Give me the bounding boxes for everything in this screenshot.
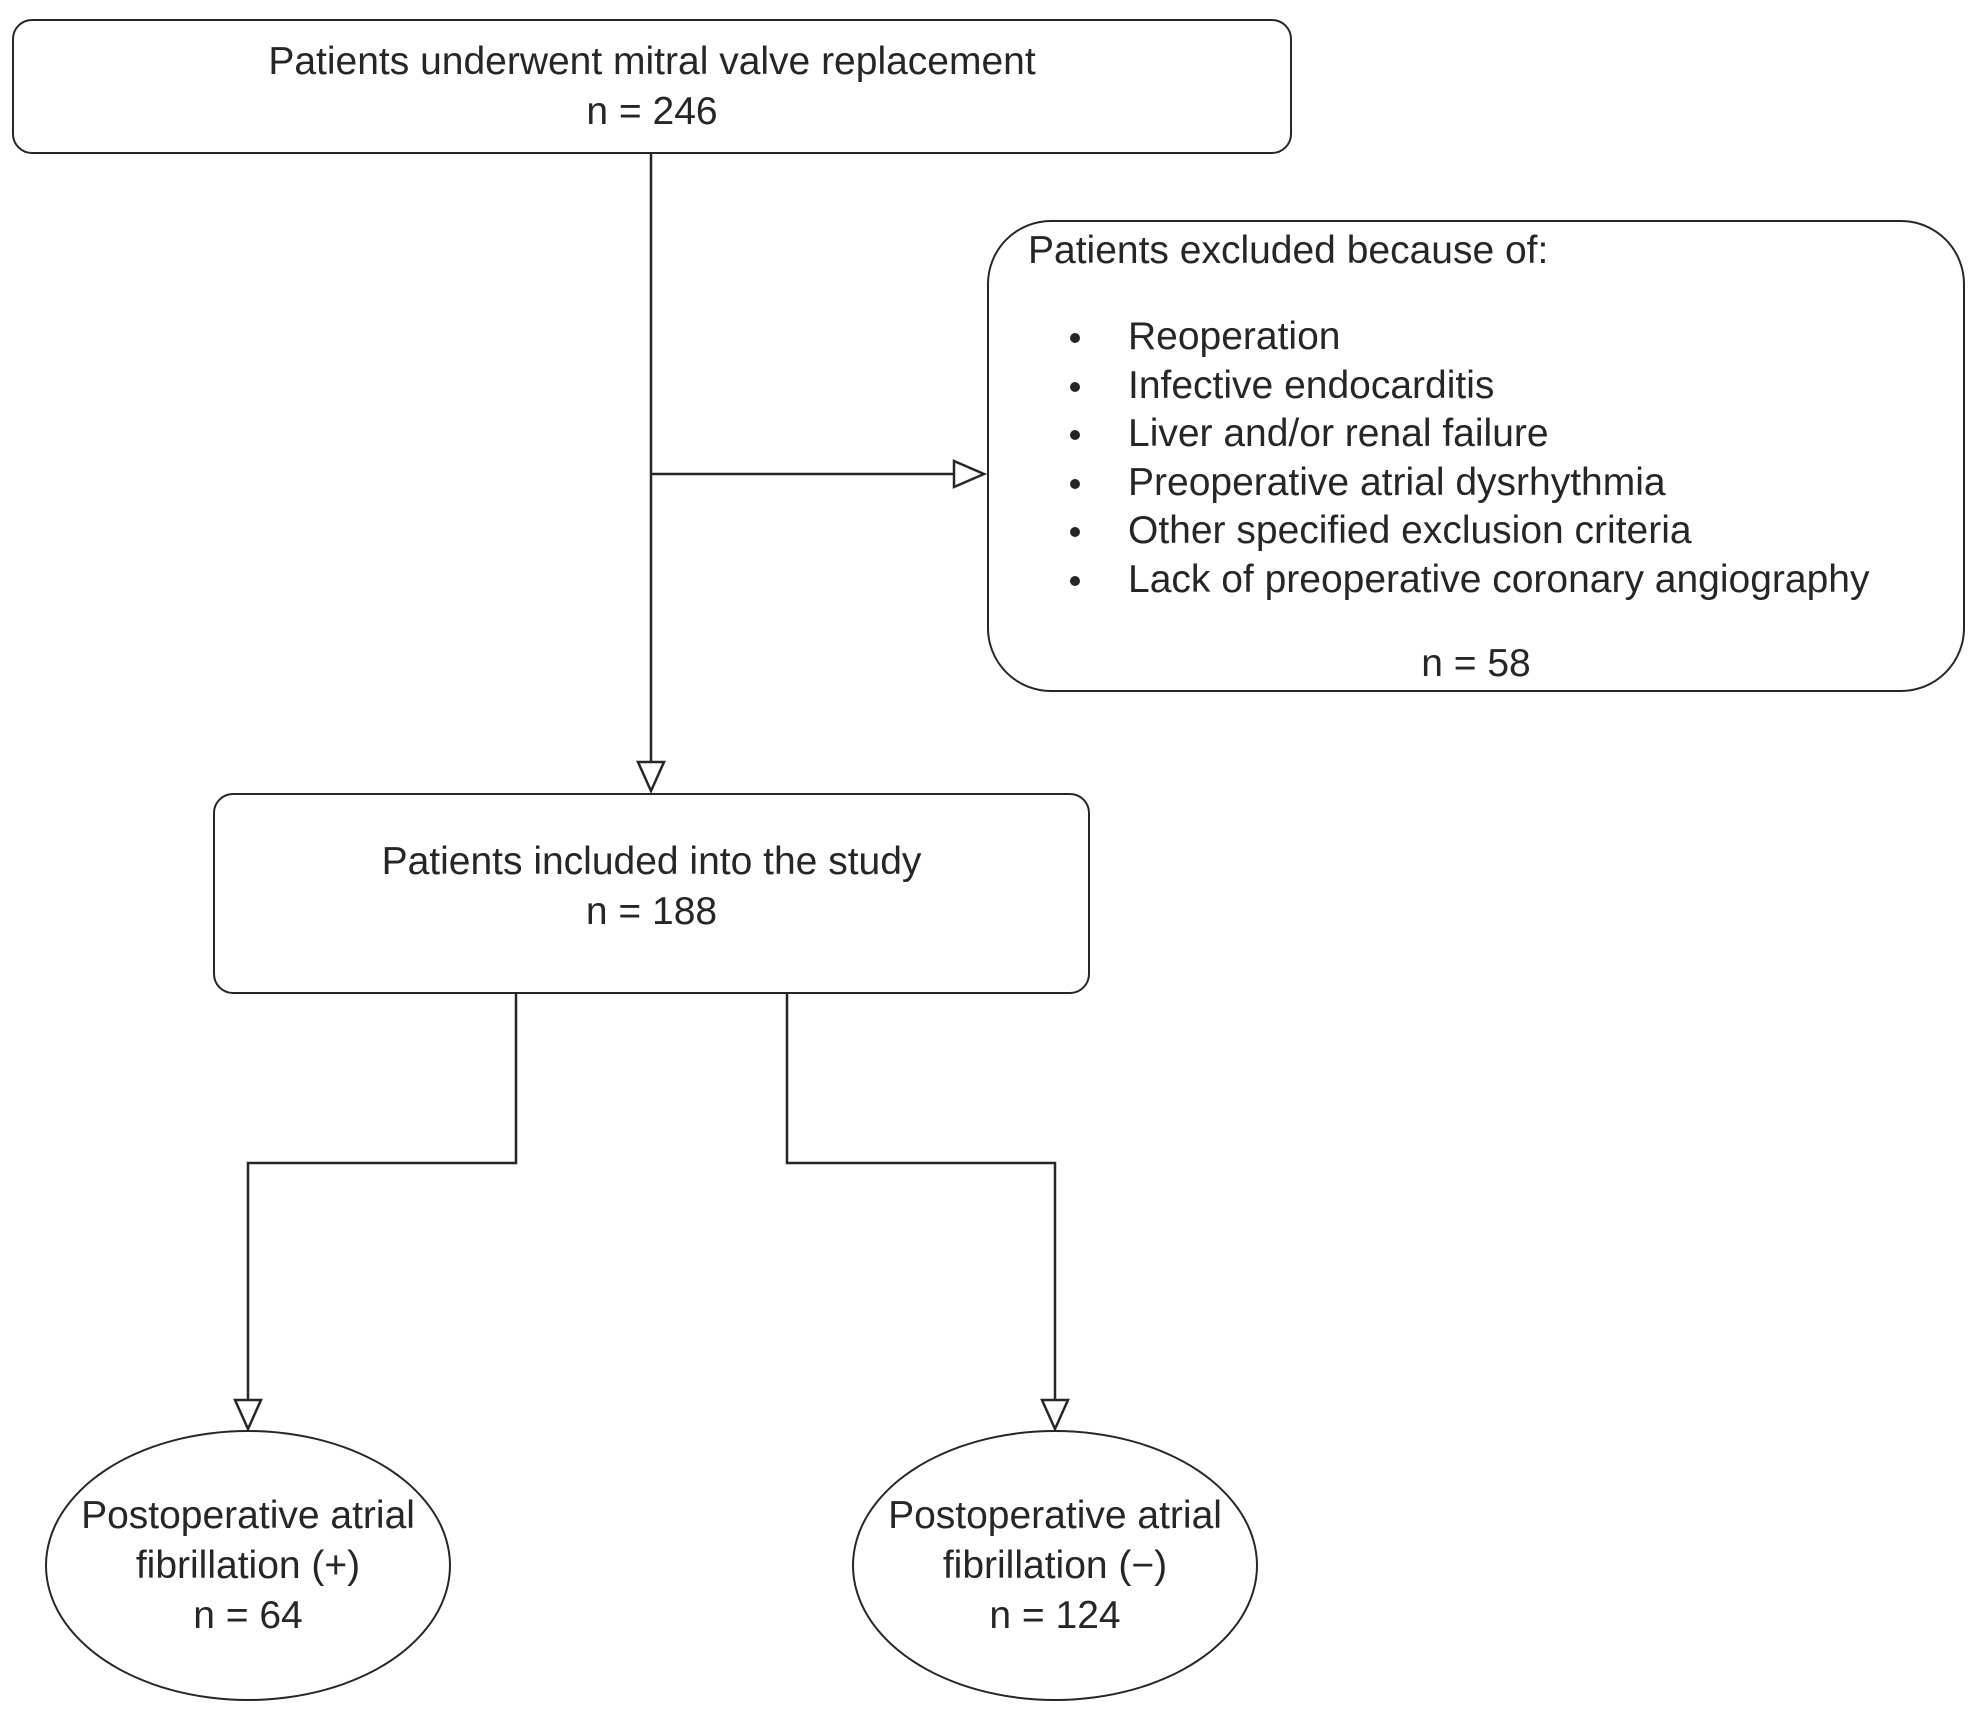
poaf-positive-ellipse: Postoperative atrial fibrillation (+) n …: [45, 1430, 451, 1701]
exclusion-reason-text: Liver and/or renal failure: [1128, 412, 1549, 455]
enrolled-patients-box: Patients underwent mitral valve replacem…: [12, 19, 1292, 154]
included-title: Patients included into the study: [381, 839, 922, 883]
poaf-negative-line1: Postoperative atrial: [888, 1493, 1222, 1537]
bullet-icon: [1070, 333, 1080, 343]
exclusion-reason: Liver and/or renal failure: [1028, 410, 1963, 459]
exclusion-reason: Lack of preoperative coronary angiograph…: [1028, 556, 1963, 605]
exclusion-reason: Infective endocarditis: [1028, 362, 1963, 411]
exclusion-reason: Other specified exclusion criteria: [1028, 507, 1963, 556]
arrowhead-poaf-positive: [233, 1398, 263, 1433]
bullet-icon: [1070, 430, 1080, 440]
arrowhead-included: [636, 760, 666, 795]
exclusion-reason: Preoperative atrial dysrhythmia: [1028, 459, 1963, 508]
poaf-positive-count: n = 64: [193, 1593, 303, 1637]
exclusion-reason-text: Preoperative atrial dysrhythmia: [1128, 460, 1666, 504]
poaf-positive-line2: fibrillation (+): [135, 1543, 361, 1587]
poaf-negative-line2: fibrillation (−): [942, 1543, 1168, 1587]
exclusion-reasons-list: Reoperation Infective endocarditis Liver…: [1028, 313, 1963, 604]
exclusion-reason-text: Infective endocarditis: [1128, 363, 1495, 407]
exclusion-reason: Reoperation: [1028, 313, 1963, 362]
excluded-patients-box: Patients excluded because of: Reoperatio…: [987, 220, 1965, 692]
exclusion-reason-text: Other specified exclusion criteria: [1128, 509, 1692, 552]
excluded-count: n = 58: [1421, 642, 1531, 685]
exclusion-reason-text: Lack of preoperative coronary angiograph…: [1128, 557, 1870, 601]
arrowhead-poaf-negative: [1040, 1398, 1070, 1433]
enrolled-title: Patients underwent mitral valve replacem…: [268, 40, 1036, 83]
arrowhead-excluded: [952, 459, 988, 489]
connector-to-poaf-positive: [246, 994, 518, 1400]
poaf-negative-ellipse: Postoperative atrial fibrillation (−) n …: [852, 1430, 1258, 1701]
poaf-positive-line1: Postoperative atrial: [81, 1493, 415, 1537]
connector-to-poaf-negative: [785, 994, 1057, 1400]
bullet-icon: [1070, 381, 1080, 392]
exclusion-reason-text: Reoperation: [1128, 315, 1341, 358]
bullet-icon: [1070, 478, 1080, 489]
included-patients-box: Patients included into the study n = 188: [213, 793, 1090, 994]
excluded-heading: Patients excluded because of:: [1028, 229, 1549, 272]
poaf-negative-count: n = 124: [989, 1593, 1121, 1637]
bullet-icon: [1070, 527, 1080, 537]
bullet-icon: [1070, 575, 1080, 586]
included-count: n = 188: [585, 889, 718, 933]
enrolled-count: n = 246: [586, 90, 718, 133]
